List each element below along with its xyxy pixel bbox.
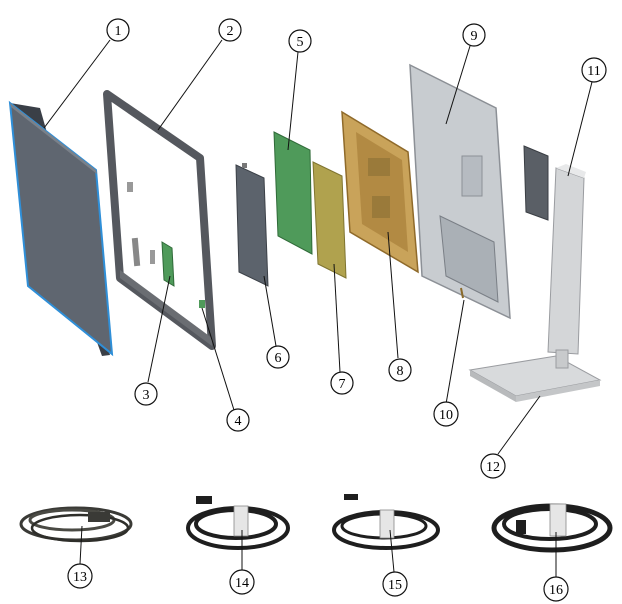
callout-1: 1 [106, 18, 130, 42]
leader-5 [287, 51, 299, 151]
leader-9 [445, 45, 471, 125]
part-lcd-panel [8, 100, 114, 357]
callout-label-1: 1 [115, 24, 122, 39]
part-bezel-clip [199, 300, 205, 308]
part-stand-column [523, 145, 586, 355]
part-shield-plate [235, 163, 269, 287]
callout-13: 13 [67, 563, 93, 589]
callout-2: 2 [218, 18, 242, 42]
callout-label-9: 9 [471, 29, 478, 44]
callout-16: 16 [543, 576, 569, 602]
callout-4: 4 [226, 408, 250, 432]
callout-label-15: 15 [388, 578, 402, 593]
callout-label-6: 6 [275, 351, 282, 366]
leader-13 [79, 525, 83, 565]
leader-2 [157, 39, 223, 131]
callout-label-12: 12 [486, 460, 500, 475]
leader-12 [497, 395, 541, 455]
part-screw [460, 287, 464, 299]
part-cable-16 [491, 503, 613, 553]
callout-9: 9 [462, 23, 486, 47]
part-cable-15 [332, 494, 440, 550]
callout-label-3: 3 [143, 388, 150, 403]
callout-14: 14 [229, 569, 255, 595]
callout-12: 12 [480, 453, 506, 479]
leader-7 [333, 263, 341, 373]
callout-label-4: 4 [235, 414, 242, 429]
part-back-cover [409, 63, 511, 320]
part-main-board [273, 131, 313, 255]
part-insulator-sheet [312, 161, 347, 279]
part-front-bezel [103, 90, 216, 350]
part-cable-14 [186, 496, 290, 550]
callout-label-5: 5 [297, 35, 304, 50]
leader-6 [263, 275, 277, 347]
callout-3: 3 [134, 382, 158, 406]
leader-3 [147, 275, 171, 383]
leader-lines [43, 39, 593, 578]
part-stand-base [468, 349, 602, 402]
callout-label-16: 16 [549, 583, 563, 598]
callout-label-2: 2 [227, 24, 234, 39]
leader-1 [43, 39, 111, 129]
callout-7: 7 [330, 371, 354, 395]
callout-5: 5 [288, 29, 312, 53]
callout-8: 8 [388, 358, 412, 382]
callout-15: 15 [382, 571, 408, 597]
callout-label-10: 10 [439, 408, 453, 423]
callout-6: 6 [266, 345, 290, 369]
callout-label-14: 14 [235, 576, 249, 591]
part-power-cord [19, 506, 133, 543]
leader-10 [445, 299, 465, 405]
callout-label-13: 13 [73, 570, 87, 585]
leader-11 [567, 81, 593, 177]
leader-15 [389, 529, 395, 573]
leader-8 [387, 231, 399, 359]
callout-11: 11 [581, 57, 607, 83]
callout-label-7: 7 [339, 377, 346, 392]
callout-label-11: 11 [587, 64, 600, 79]
callout-10: 10 [433, 401, 459, 427]
callout-label-8: 8 [397, 364, 404, 379]
part-mount-bracket [341, 110, 419, 274]
part-button-board [161, 241, 175, 287]
leader-4 [201, 307, 235, 411]
